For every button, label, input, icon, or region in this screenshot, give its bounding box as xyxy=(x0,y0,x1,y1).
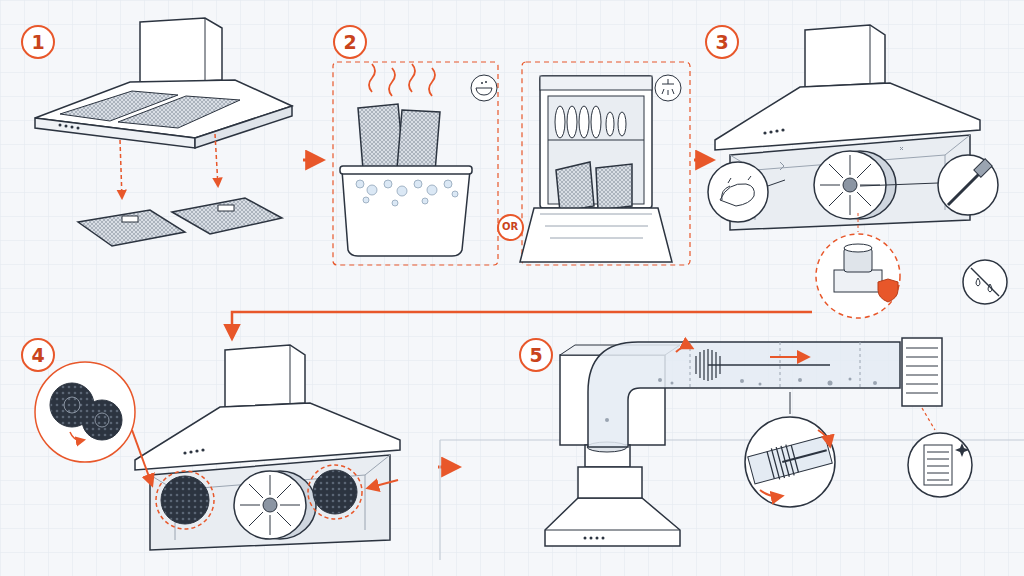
soak-or-dishwasher xyxy=(333,62,690,265)
duct-cleaning xyxy=(440,338,1024,560)
step-label: 2 xyxy=(343,33,356,52)
hood-interior-clean xyxy=(708,25,1007,318)
flow-arrow xyxy=(438,466,458,469)
step-number: 5 xyxy=(519,338,553,372)
step-number: 3 xyxy=(705,25,739,59)
flow-arrow xyxy=(694,159,712,162)
step-label: 5 xyxy=(529,346,542,365)
charcoal-filter-replace xyxy=(35,345,400,550)
step-number: 4 xyxy=(21,338,55,372)
step-label: OR xyxy=(502,222,518,232)
step-number: OR xyxy=(497,214,524,241)
step-label: 3 xyxy=(715,33,728,52)
flow-arrow xyxy=(232,312,812,338)
step-label: 1 xyxy=(31,33,44,52)
step-number: 1 xyxy=(21,25,55,59)
hood-filters-removal xyxy=(35,18,292,246)
flow-arrow xyxy=(303,159,322,162)
step-number: 2 xyxy=(333,25,367,59)
step-label: 4 xyxy=(31,346,44,365)
